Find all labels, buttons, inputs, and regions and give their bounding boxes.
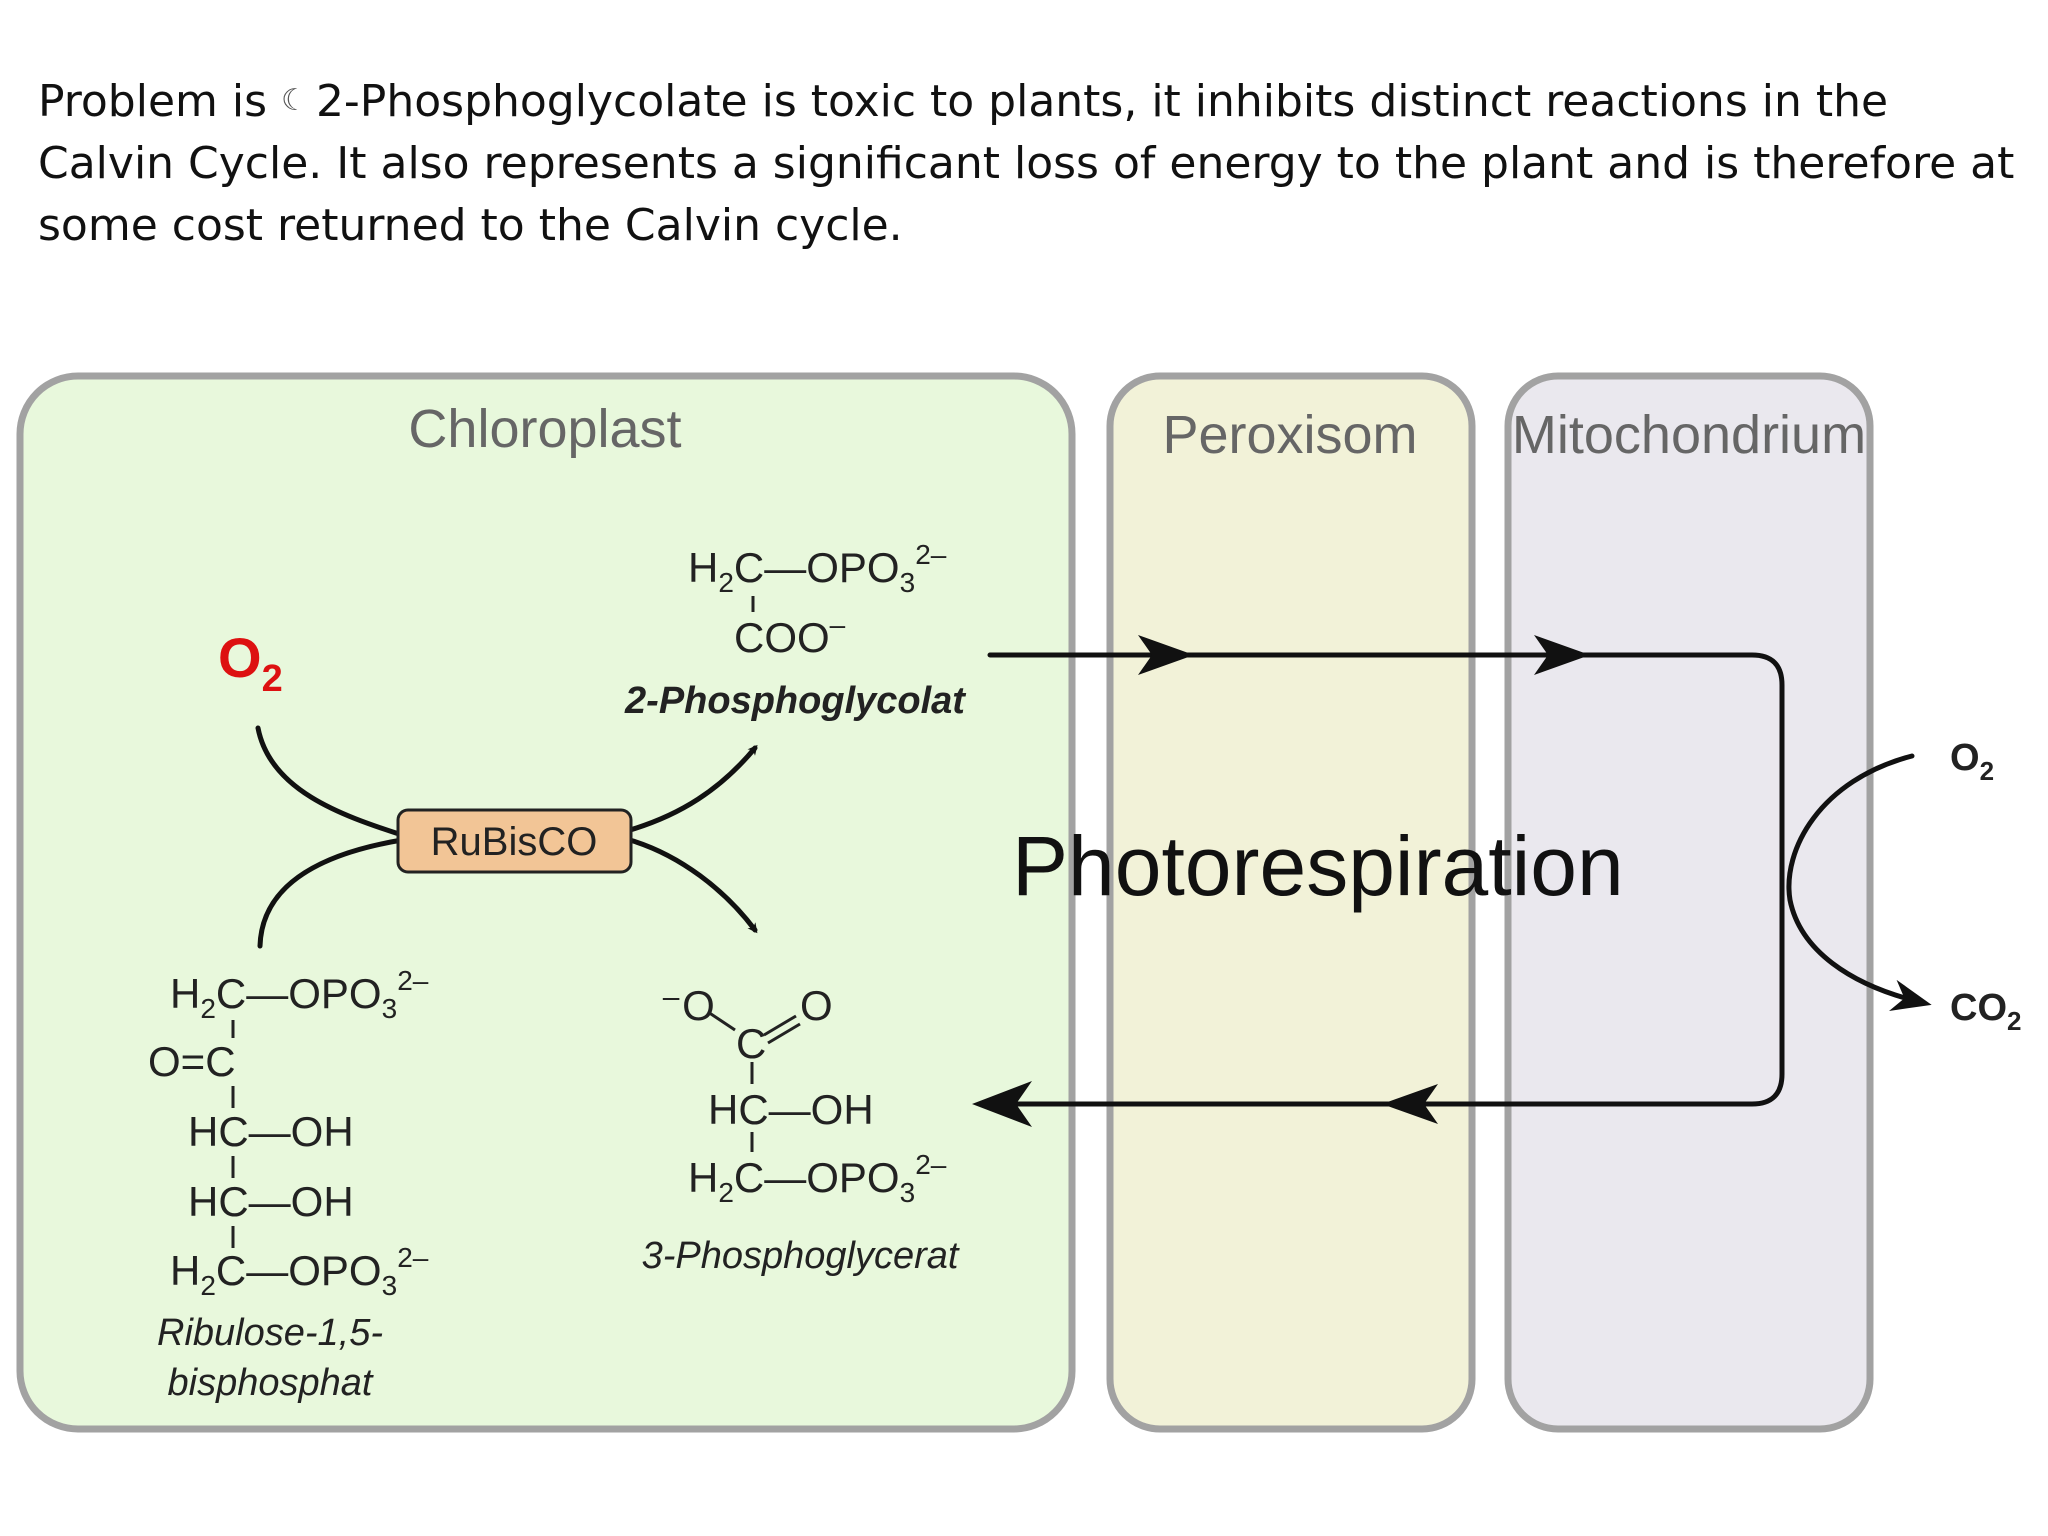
chloroplast-box: [16, 372, 1076, 1433]
phosphoglycolate-name: 2-Phosphoglycolat: [624, 680, 966, 722]
arrowhead-to-peroxisome: [1138, 635, 1194, 675]
rubisco-label: RuBisCO: [431, 820, 598, 864]
rubp-name-line-2: bisphosphat: [168, 1362, 374, 1404]
rubp-name-line-1: Ribulose-1,5-: [157, 1312, 383, 1354]
arrowhead-return-chloroplast: [972, 1081, 1032, 1127]
arrowhead-to-mitochondrion: [1534, 635, 1590, 675]
phosphoglycerate-carboxyl-o: O: [800, 982, 833, 1029]
co2-out-label: CO2: [1950, 987, 2021, 1036]
rubisco-to-phosphoglycolate-arrow: [627, 744, 758, 833]
phosphoglycerate-double-bond-1: [763, 1014, 797, 1037]
rubp-row-1: H2C—OPO32–: [170, 965, 429, 1024]
peroxisome-label: Peroxisom: [1162, 405, 1417, 465]
mitochondrion-label: Mitochondrium: [1512, 405, 1866, 465]
phosphoglycerate-name: 3-Phosphoglycerat: [642, 1235, 960, 1277]
rubp-row-3: HC—OH: [188, 1108, 354, 1155]
problem-lead: Problem is: [38, 76, 268, 127]
phosphoglycolate-structure: H2C—OPO32– COO– 2-Phosphoglycolat: [624, 539, 966, 722]
phosphoglycerate-double-bond-2: [767, 1022, 801, 1045]
problem-statement: Problem is ☾2-Phosphoglycolate is toxic t…: [38, 70, 2018, 257]
phosphoglycerate-bond-a: [707, 1010, 736, 1032]
rubisco-to-phosphoglycerate-arrow: [627, 837, 758, 934]
o2-co2-exchange-curve: [1786, 753, 1932, 1011]
problem-body: 2-Phosphoglycolate is toxic to plants, i…: [38, 76, 2015, 251]
rubp-row-4: HC—OH: [188, 1178, 354, 1225]
arrowhead-return-mitochondrion: [1382, 1084, 1438, 1124]
rubp-row-5: H2C—OPO32–: [170, 1242, 429, 1301]
photorespiration-loop-path: [987, 652, 1785, 1107]
oxygen-to-rubisco-curve: [255, 725, 405, 838]
phosphoglycerate-row-h2c: H2C—OPO32–: [688, 1149, 947, 1208]
phosphoglycerate-carboxyl-c: C: [736, 1020, 766, 1067]
phosphoglycerate-carboxyl-ominus: ⁻O: [660, 982, 715, 1029]
rubp-to-rubisco-curve: [257, 837, 405, 949]
phosphoglycerate-row-hc: HC—OH: [708, 1086, 874, 1133]
oxygen-label: O2: [218, 626, 283, 700]
chloroplast-label: Chloroplast: [408, 399, 681, 459]
rubp-row-2: O=C: [148, 1038, 236, 1085]
phosphoglycerate-structure: ⁻O C O HC—OH H2C—OPO32– 3-Phosphoglycera…: [642, 982, 960, 1277]
crescent-moon-icon: ☾: [281, 83, 308, 118]
rubp-structure: H2C—OPO32– O=C HC—OH HC—OH H2C—OPO32– Ri…: [148, 965, 429, 1404]
o2-in-label: O2: [1950, 737, 1994, 786]
photorespiration-title: Photorespiration: [1012, 819, 1624, 913]
phosphoglycolate-row-1: H2C—OPO32–: [688, 539, 947, 598]
rubisco-box: [396, 808, 633, 874]
mitochondrion-box: [1504, 372, 1874, 1433]
phosphoglycolate-row-2: COO–: [734, 609, 846, 661]
peroxisome-box: [1106, 372, 1476, 1433]
